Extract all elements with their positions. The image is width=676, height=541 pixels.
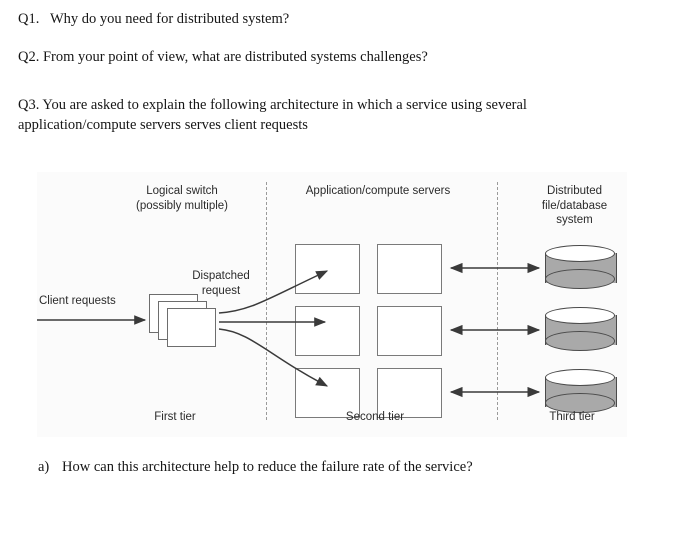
compute-server-box: [377, 244, 442, 294]
diagram-label-app-servers: Application/compute servers: [305, 185, 451, 197]
arrow-dispatch-bottom: [218, 328, 329, 387]
question-q3: Q3. You are asked to explain the followi…: [18, 97, 531, 133]
switch-page-3: [167, 308, 216, 347]
question-q2: Q2. From your point of view, what are di…: [18, 49, 428, 65]
compute-server-box: [377, 368, 442, 418]
cylinder-top: [545, 307, 615, 324]
compute-server-box: [377, 306, 442, 356]
tier-divider-first-second: [266, 182, 267, 420]
arrow-dispatch-top: [218, 270, 329, 314]
question-q1: Q1. Why do you need for distributed syst…: [18, 11, 290, 27]
database-cylinder-icon: [545, 245, 617, 291]
diagram-label-distributed-file-system: Distributed file/database system: [541, 185, 608, 227]
diagram-label-logical-switch: Logical switch (possibly multiple): [135, 185, 229, 212]
logical-switch-icon: [149, 294, 219, 350]
sub-question-text: How can this architecture help to reduce…: [62, 459, 473, 475]
diagram-label-dispatched-request: Dispatched request: [192, 270, 250, 297]
sub-question-marker: a): [38, 459, 50, 475]
cylinder-bottom: [545, 269, 615, 289]
cylinder-bottom: [545, 331, 615, 351]
diagram-arrows: [37, 262, 541, 398]
tier-divider-second-third: [497, 182, 498, 420]
architecture-diagram: Logical switch (possibly multiple) Appli…: [37, 172, 627, 437]
compute-server-box: [295, 306, 360, 356]
cylinder-top: [545, 245, 615, 262]
compute-server-box: [295, 368, 360, 418]
database-cylinder-icon: [545, 369, 617, 415]
cylinder-top: [545, 369, 615, 386]
database-cylinder-icon: [545, 307, 617, 353]
compute-server-box: [295, 244, 360, 294]
cylinder-bottom: [545, 393, 615, 413]
diagram-label-client-requests: Client requests: [39, 295, 116, 307]
tier-label-second: Second tier: [345, 411, 405, 423]
tier-label-first: First tier: [154, 411, 196, 423]
tier-label-third: Third tier: [549, 411, 595, 423]
